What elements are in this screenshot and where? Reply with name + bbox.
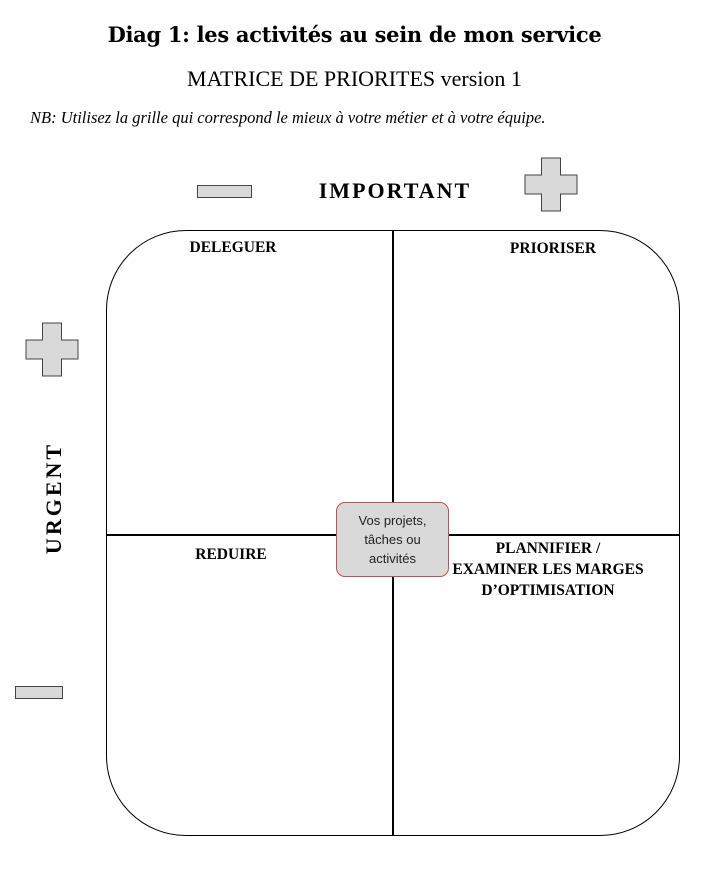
page-title: Diag 1: les activités au sein de mon ser… — [107, 22, 602, 47]
quadrant-label-reduire: REDUIRE — [195, 546, 267, 563]
center-box-line: tâches ou — [364, 532, 421, 547]
axis-label-urgent: URGENT — [41, 441, 66, 555]
minus-icon — [15, 686, 63, 699]
axis-label-important: IMPORTANT — [318, 178, 472, 203]
quadrant-label-line: EXAMINER LES MARGES — [452, 561, 644, 578]
priority-matrix — [106, 230, 680, 836]
quadrant-label-line: D’OPTIMISATION — [481, 582, 615, 599]
center-activities-box: Vos projets, tâches ou activités — [336, 502, 449, 577]
quadrant-label-prioriser: PRIORISER — [509, 240, 597, 257]
minus-icon — [197, 185, 252, 198]
plus-icon — [524, 157, 578, 212]
quadrant-label-deleguer: DELEGUER — [189, 239, 277, 256]
page-subtitle: MATRICE DE PRIORITES version 1 — [187, 66, 522, 91]
center-box-line: activités — [369, 551, 416, 566]
quadrant-label-line: PLANNIFIER / — [495, 540, 601, 557]
plus-icon — [25, 322, 79, 377]
quadrant-label-planifier: PLANNIFIER / EXAMINER LES MARGES D’OPTIM… — [437, 538, 659, 601]
center-box-line: Vos projets, — [358, 513, 427, 528]
instruction-note: NB: Utilisez la grille qui correspond le… — [30, 108, 546, 127]
